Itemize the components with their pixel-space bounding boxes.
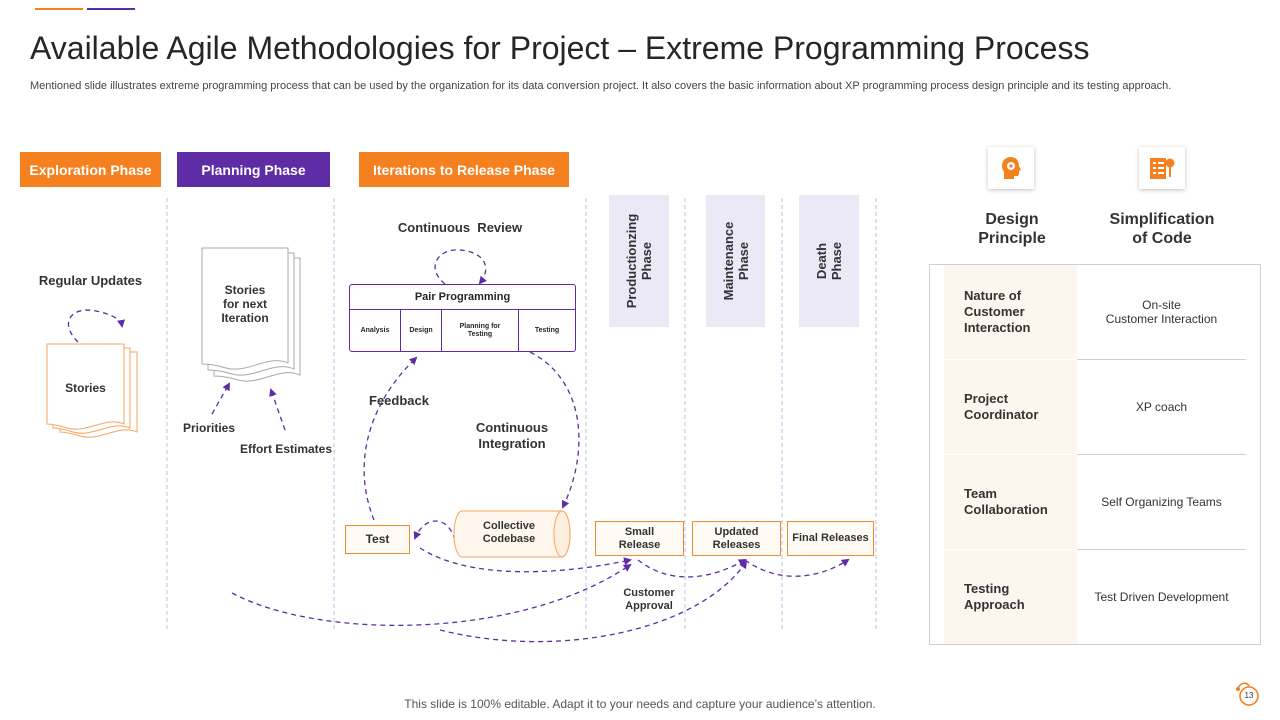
head-gear-icon xyxy=(1002,157,1021,179)
regular-updates-label: Regular Updates xyxy=(38,273,143,288)
accent-line-purple xyxy=(87,8,135,10)
simplification-icon-card xyxy=(1139,147,1185,189)
row-value: Test Driven Development xyxy=(1094,590,1229,604)
continuous-integration-label: Continuous Integration xyxy=(475,420,549,451)
exploration-phase-tab: Exploration Phase xyxy=(20,152,161,187)
small-release-box: Small Release xyxy=(595,521,684,556)
productionizing-phase-tab: Productionzing Phase xyxy=(609,195,669,327)
row-label-cell: Testing Approach xyxy=(944,550,1077,644)
pair-programming-title: Pair Programming xyxy=(350,285,575,310)
approval-arc-2 xyxy=(439,560,748,643)
row-label: Project Coordinator xyxy=(964,391,1039,422)
updated-to-final-arrow xyxy=(744,558,850,577)
footer-note: This slide is 100% editable. Adapt it to… xyxy=(404,697,876,711)
death-phase-label: Death Phase xyxy=(814,241,844,281)
priorities-arrow xyxy=(211,382,230,415)
row-label-cell: Team Collaboration xyxy=(944,455,1077,549)
maintenance-phase-label: Maintenance Phase xyxy=(720,221,751,301)
maintenance-phase-tab: Maintenance Phase xyxy=(706,195,765,327)
productionizing-phase-label: Productionzing Phase xyxy=(624,213,654,309)
row-divider xyxy=(1077,549,1246,550)
approval-arc-1 xyxy=(231,563,632,626)
collective-codebase-label: Collective Codebase xyxy=(482,520,536,545)
table-row: Project Coordinator XP coach xyxy=(944,360,1246,454)
priorities-label: Priorities xyxy=(182,421,236,435)
stories-page-1 xyxy=(46,343,125,430)
row-label: Team Collaboration xyxy=(964,486,1048,517)
simplification-heading: Simplification of Code xyxy=(1109,211,1215,247)
row-value: XP coach xyxy=(1135,400,1188,414)
accent-line-orange xyxy=(35,8,83,10)
row-label: Testing Approach xyxy=(964,581,1025,612)
iteration-page-1 xyxy=(201,247,289,370)
table-row: Team Collaboration Self Organizing Teams xyxy=(944,455,1246,549)
row-label-cell: Project Coordinator xyxy=(944,360,1077,454)
feedback-label: Feedback xyxy=(369,393,429,408)
small-to-updated-arrow xyxy=(637,559,747,578)
pp-cell-design: Design xyxy=(401,310,442,351)
checklist-pin-icon xyxy=(1150,158,1175,179)
row-divider xyxy=(1077,454,1246,455)
row-label-cell: Nature of Customer Interaction xyxy=(944,265,1077,359)
pair-programming-box: Pair Programming Analysis Design Plannin… xyxy=(349,284,576,352)
customer-approval-label: Customer Approval xyxy=(623,587,675,612)
final-releases-box: Final Releases xyxy=(787,521,874,556)
table-row: Nature of Customer Interaction On-site C… xyxy=(944,265,1246,359)
continuous-integration-arrow xyxy=(529,351,580,509)
page-subtitle: Mentioned slide illustrates extreme prog… xyxy=(30,80,1172,92)
pp-cell-testing: Testing xyxy=(534,326,560,334)
effort-estimates-label: Effort Estimates xyxy=(239,442,333,456)
comparison-table: Nature of Customer Interaction On-site C… xyxy=(929,264,1261,645)
page-number-badge xyxy=(1236,682,1259,706)
test-to-small-release-arrow xyxy=(419,547,632,573)
stories-next-iteration-label: Stories for next Iteration xyxy=(221,283,269,325)
continuous-review-label: Continuous Review xyxy=(397,220,523,235)
row-label: Nature of Customer Interaction xyxy=(964,288,1031,335)
row-value: Self Organizing Teams xyxy=(1101,495,1222,509)
feedback-arrow xyxy=(363,356,418,521)
pp-cell-analysis: Analysis xyxy=(350,310,401,351)
codebase-test-loop xyxy=(413,520,456,541)
pp-cell-planning-testing: Planning for Testing xyxy=(442,310,519,351)
design-principle-heading: Design Principle xyxy=(978,211,1046,247)
regular-updates-loop xyxy=(67,309,125,343)
planning-phase-tab: Planning Phase xyxy=(177,152,330,187)
test-box: Test xyxy=(345,525,410,554)
row-value: On-site Customer Interaction xyxy=(1105,298,1218,326)
iterations-phase-tab: Iterations to Release Phase xyxy=(359,152,569,187)
row-divider xyxy=(1077,359,1246,360)
effort-estimates-arrow xyxy=(269,388,286,431)
page-number: 13 xyxy=(1244,691,1254,700)
stories-label: Stories xyxy=(65,381,106,395)
design-principle-icon-card xyxy=(988,147,1034,189)
page-title: Available Agile Methodologies for Projec… xyxy=(30,30,1090,66)
updated-releases-box: Updated Releases xyxy=(692,521,781,556)
continuous-review-loop xyxy=(434,249,487,285)
death-phase-tab: Death Phase xyxy=(799,195,859,327)
table-row: Testing Approach Test Driven Development xyxy=(944,550,1246,644)
